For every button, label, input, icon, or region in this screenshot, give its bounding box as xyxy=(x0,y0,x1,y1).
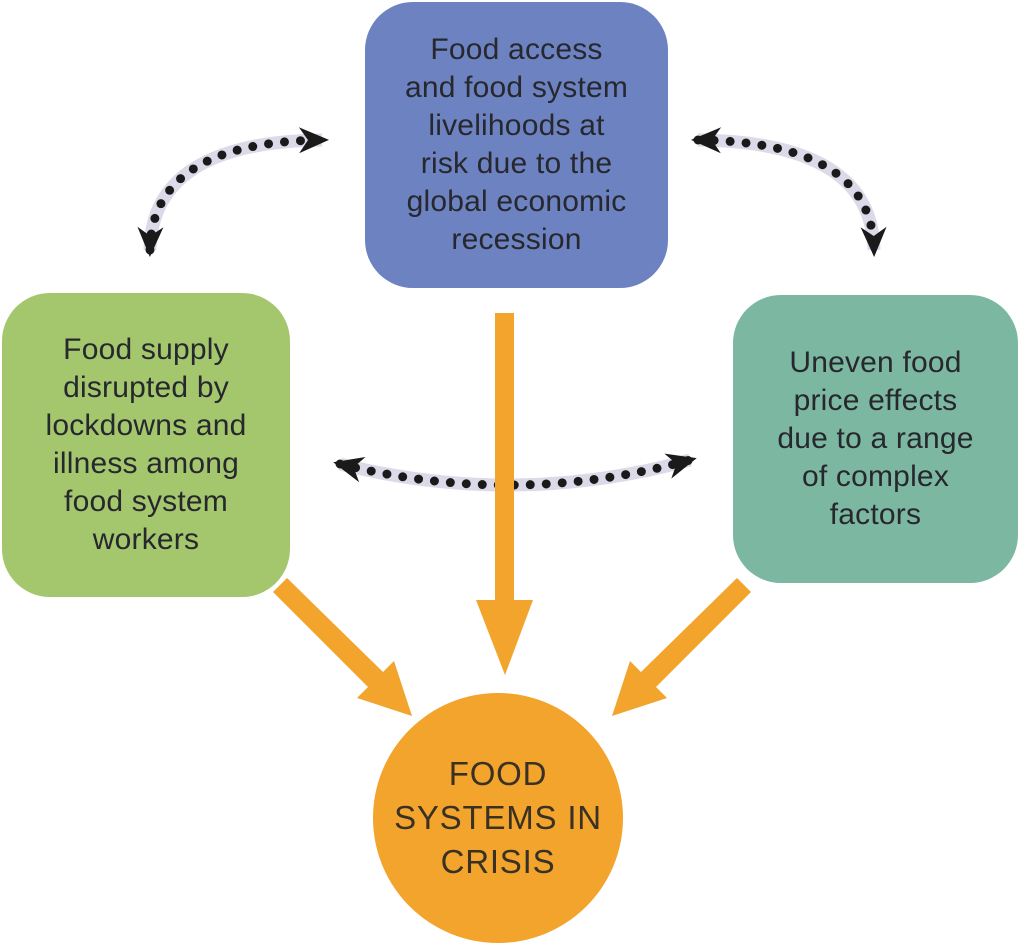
solid-arrow-top-to-center xyxy=(476,313,533,675)
node-food-systems-crisis-text: FOOD SYSTEMS IN CRISIS xyxy=(394,755,602,880)
dotted-arrow-left-top xyxy=(137,127,329,257)
node-food-prices: Uneven food price effects due to a range… xyxy=(733,295,1018,583)
solid-arrow-left-to-center xyxy=(273,578,412,716)
dotted-arrow-left-right xyxy=(333,453,697,492)
node-food-prices-text: Uneven food price effects due to a range… xyxy=(777,346,974,531)
node-food-supply-text: Food supply disrupted by lockdowns and i… xyxy=(45,333,247,556)
node-food-access: Food access and food system livelihoods … xyxy=(365,2,668,288)
node-food-access-text: Food access and food system livelihoods … xyxy=(404,33,629,256)
dotted-arrow-top-right xyxy=(691,127,887,257)
node-food-systems-crisis: FOOD SYSTEMS IN CRISIS xyxy=(373,693,623,943)
solid-arrow-right-to-center xyxy=(612,578,751,716)
node-food-supply: Food supply disrupted by lockdowns and i… xyxy=(2,293,290,597)
